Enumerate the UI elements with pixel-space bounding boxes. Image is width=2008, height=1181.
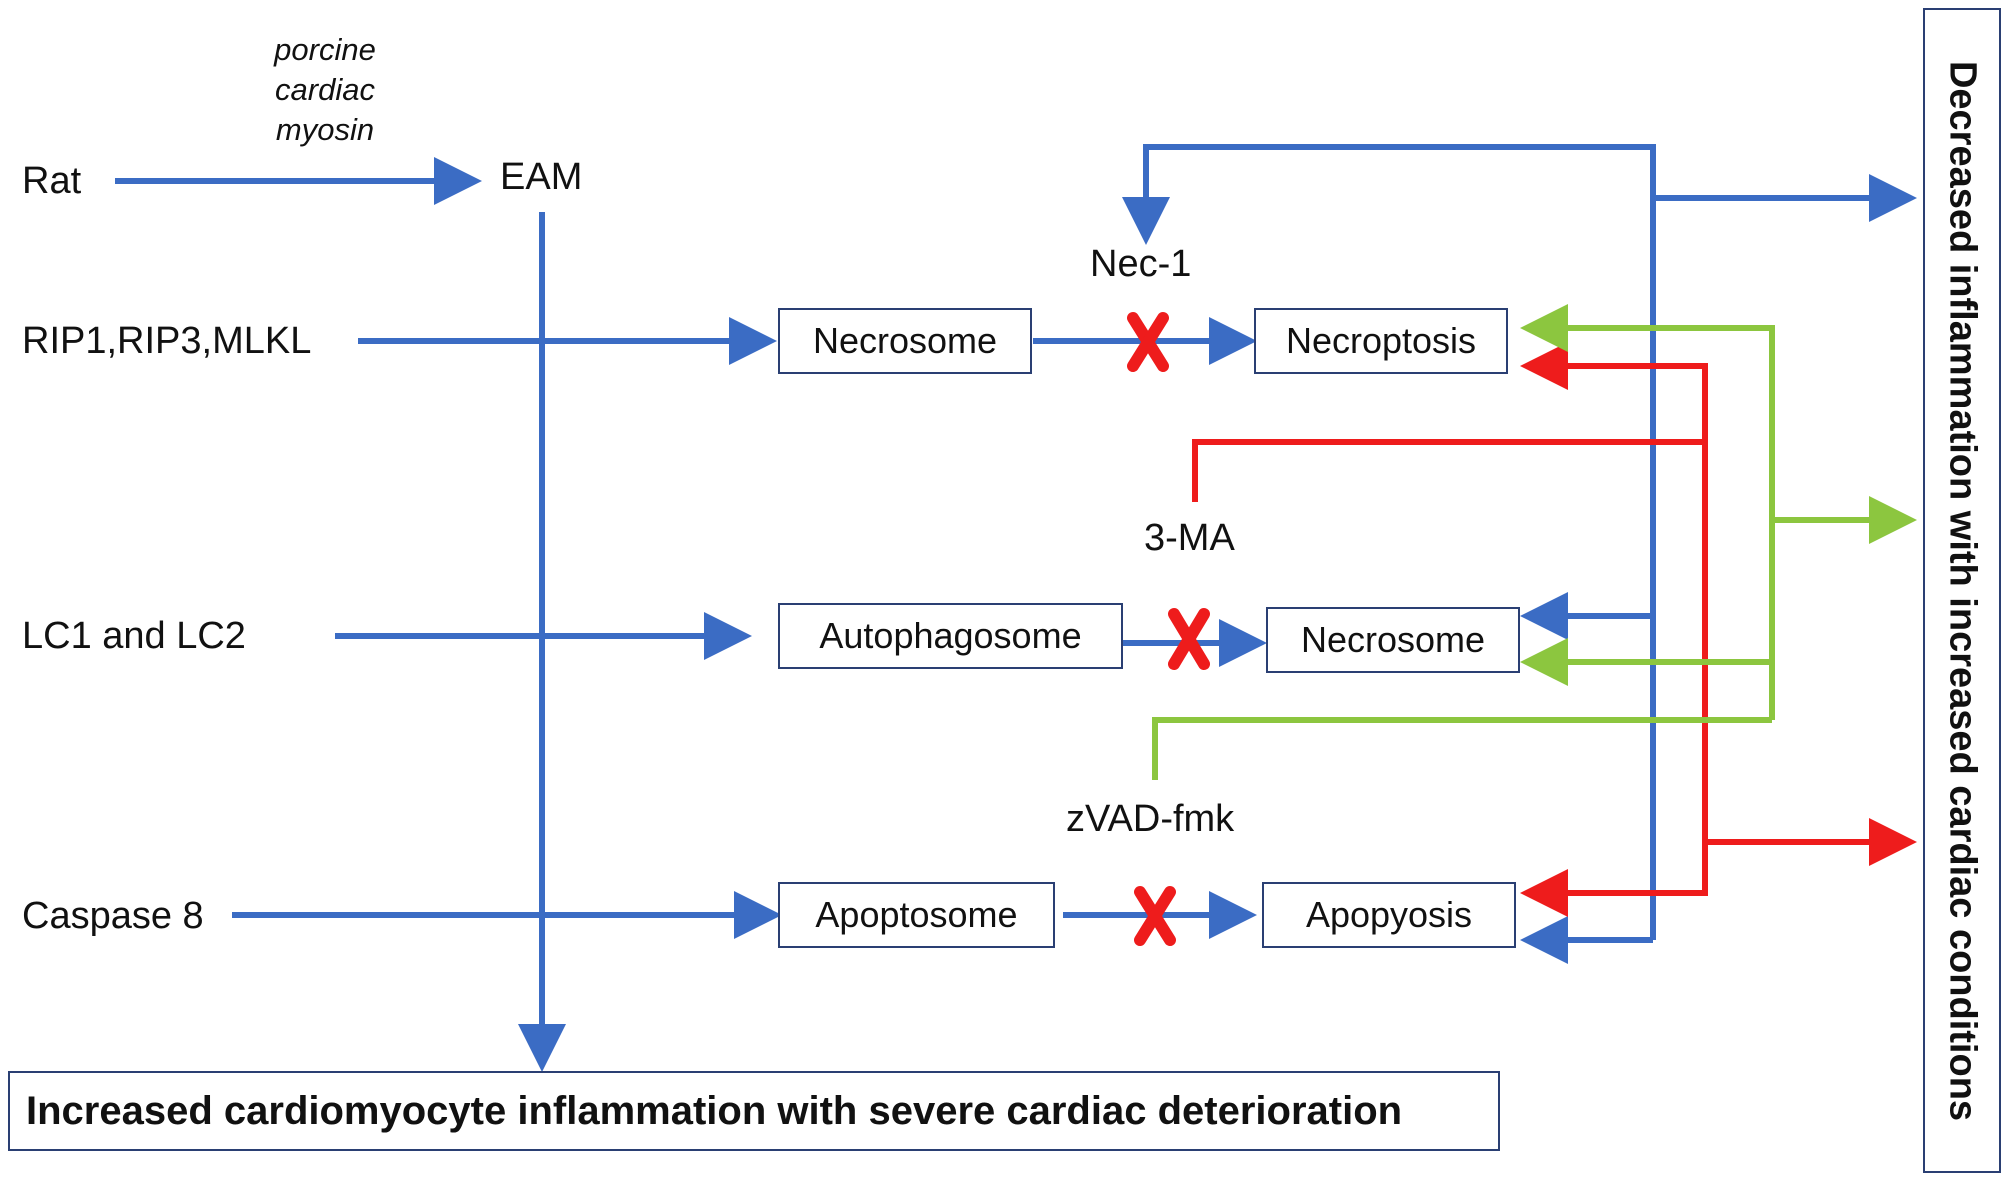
3ma-label: 3-MA — [1144, 517, 1235, 559]
inhibition-x-mark — [1168, 608, 1210, 670]
zvad-bracket-line — [1152, 717, 1772, 780]
rip-label: RIP1,RIP3,MLKL — [22, 320, 312, 362]
red-arrows — [1192, 342, 1917, 917]
nec1-feedback-arrow — [1122, 144, 1656, 940]
rat-label: Rat — [22, 160, 82, 202]
eam-label: EAM — [500, 156, 583, 198]
necrosome-right-box: Necrosome — [1266, 607, 1520, 673]
blue-arrows — [115, 144, 1917, 1072]
nec1-label: Nec-1 — [1090, 243, 1192, 285]
apopyosis-box: Apopyosis — [1262, 882, 1516, 948]
lc-label: LC1 and LC2 — [22, 615, 246, 657]
cardiac-text: cardiac — [275, 72, 375, 107]
green-arrows — [1152, 304, 1917, 780]
3ma-bracket-line — [1192, 439, 1705, 502]
caspase-label: Caspase 8 — [22, 895, 204, 937]
bottom-outcome-box: Increased cardiomyocyte inflammation wit… — [8, 1071, 1500, 1151]
zvad-label: zVAD-fmk — [1066, 798, 1235, 840]
porcine-cardiac-myosin-label: porcine cardiac myosin — [245, 30, 405, 150]
right-outcome-text: Decreased inflammation with increased ca… — [1941, 60, 1984, 1121]
necrosome-left-box: Necrosome — [778, 308, 1032, 374]
right-outcome-box: Decreased inflammation with increased ca… — [1923, 8, 2001, 1173]
autophagosome-box: Autophagosome — [778, 603, 1123, 669]
necroptosis-box: Necroptosis — [1254, 308, 1508, 374]
porcine-text: porcine — [274, 32, 376, 67]
myosin-text: myosin — [275, 112, 375, 147]
inhibition-marks — [1127, 312, 1210, 946]
inhibition-x-mark — [1127, 312, 1169, 372]
apoptosome-box: Apoptosome — [778, 882, 1055, 948]
inhibition-x-mark — [1134, 886, 1176, 946]
